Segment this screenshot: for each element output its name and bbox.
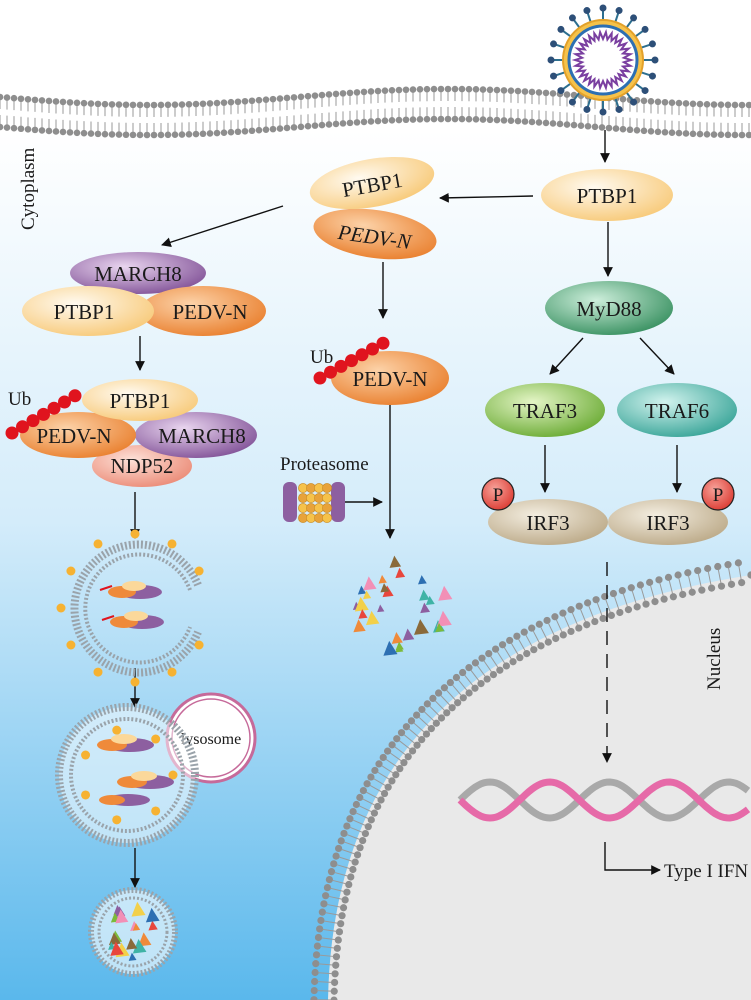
autolysosome-icon [55,703,199,847]
ubiquitin-chain-left-icon [5,389,82,440]
degraded-peptides-icon [352,555,453,656]
nuclear-membrane [310,559,751,1000]
ub-pedvn-node: PEDV-N [331,351,449,405]
ptbp1-node: PTBP1 [541,169,673,221]
arrow-ptbp1-to-complex [439,192,534,203]
myd88-node: MyD88 [545,281,673,335]
proteasome-icon [283,482,345,523]
dna-helix-icon [457,778,751,822]
ptbp1-label: PTBP1 [110,389,171,413]
irf3-node-right: IRF3 [608,499,728,545]
irf3-node-left: IRF3 [488,499,608,545]
type-i-ifn-label: Type I IFN [664,861,748,882]
lysosome-label: lysosome [181,731,241,748]
arrow-dna-to-ifn [604,842,661,875]
traf3-node: TRAF3 [485,383,605,437]
cytoplasm-label: Cytoplasm [18,147,39,230]
irf3-label-right: IRF3 [646,511,689,535]
arrow-myd88-to-traf3 [549,337,584,375]
arrow-myd88-to-traf6 [639,337,675,375]
phospho-right-icon: P [701,477,735,511]
arrow-complex-to-march8 [161,205,284,247]
traf6-label: TRAF6 [645,399,709,423]
irf3-label-left: IRF3 [526,511,569,535]
plasma-membrane [0,85,751,139]
ub-label-left: Ub [8,389,31,410]
phospho-label-right: P [713,485,724,506]
traf3-label: TRAF3 [513,399,577,423]
tripartite-complex: MARCH8 PEDV-N PTBP1 [22,252,266,336]
phagophore-icon [56,529,204,687]
myd88-label: MyD88 [576,297,641,321]
march8-label: MARCH8 [158,424,246,448]
ptbp1-label: PTBP1 [577,184,638,208]
ptbp1-pedvn-complex: PEDV-N PTBP1 [309,156,437,260]
traf6-node: TRAF6 [617,383,737,437]
ndp52-label: NDP52 [110,454,173,478]
degradation-vesicle-icon [88,887,178,977]
pedvn-label-top: PEDV-N [172,300,247,324]
march8-label-top: MARCH8 [94,262,182,286]
ub-label-middle: Ub [310,347,333,368]
cargo-icon [99,581,164,629]
pathway-arrows [130,130,682,888]
ub-pedvn-label: PEDV-N [352,367,427,391]
phospho-label-left: P [493,485,504,506]
ubiquitin-chain-middle-icon [313,336,390,385]
phospho-left-icon: P [481,477,515,511]
nucleus-label: Nucleus [704,628,725,690]
ub-quaternary-complex: NDP52 MARCH8 PEDV-N PTBP1 [20,379,257,487]
ptbp1-label-top: PTBP1 [54,300,115,324]
virus-particle-icon [547,4,659,116]
proteasome-label: Proteasome [280,454,369,475]
pedvn-label: PEDV-N [36,424,111,448]
